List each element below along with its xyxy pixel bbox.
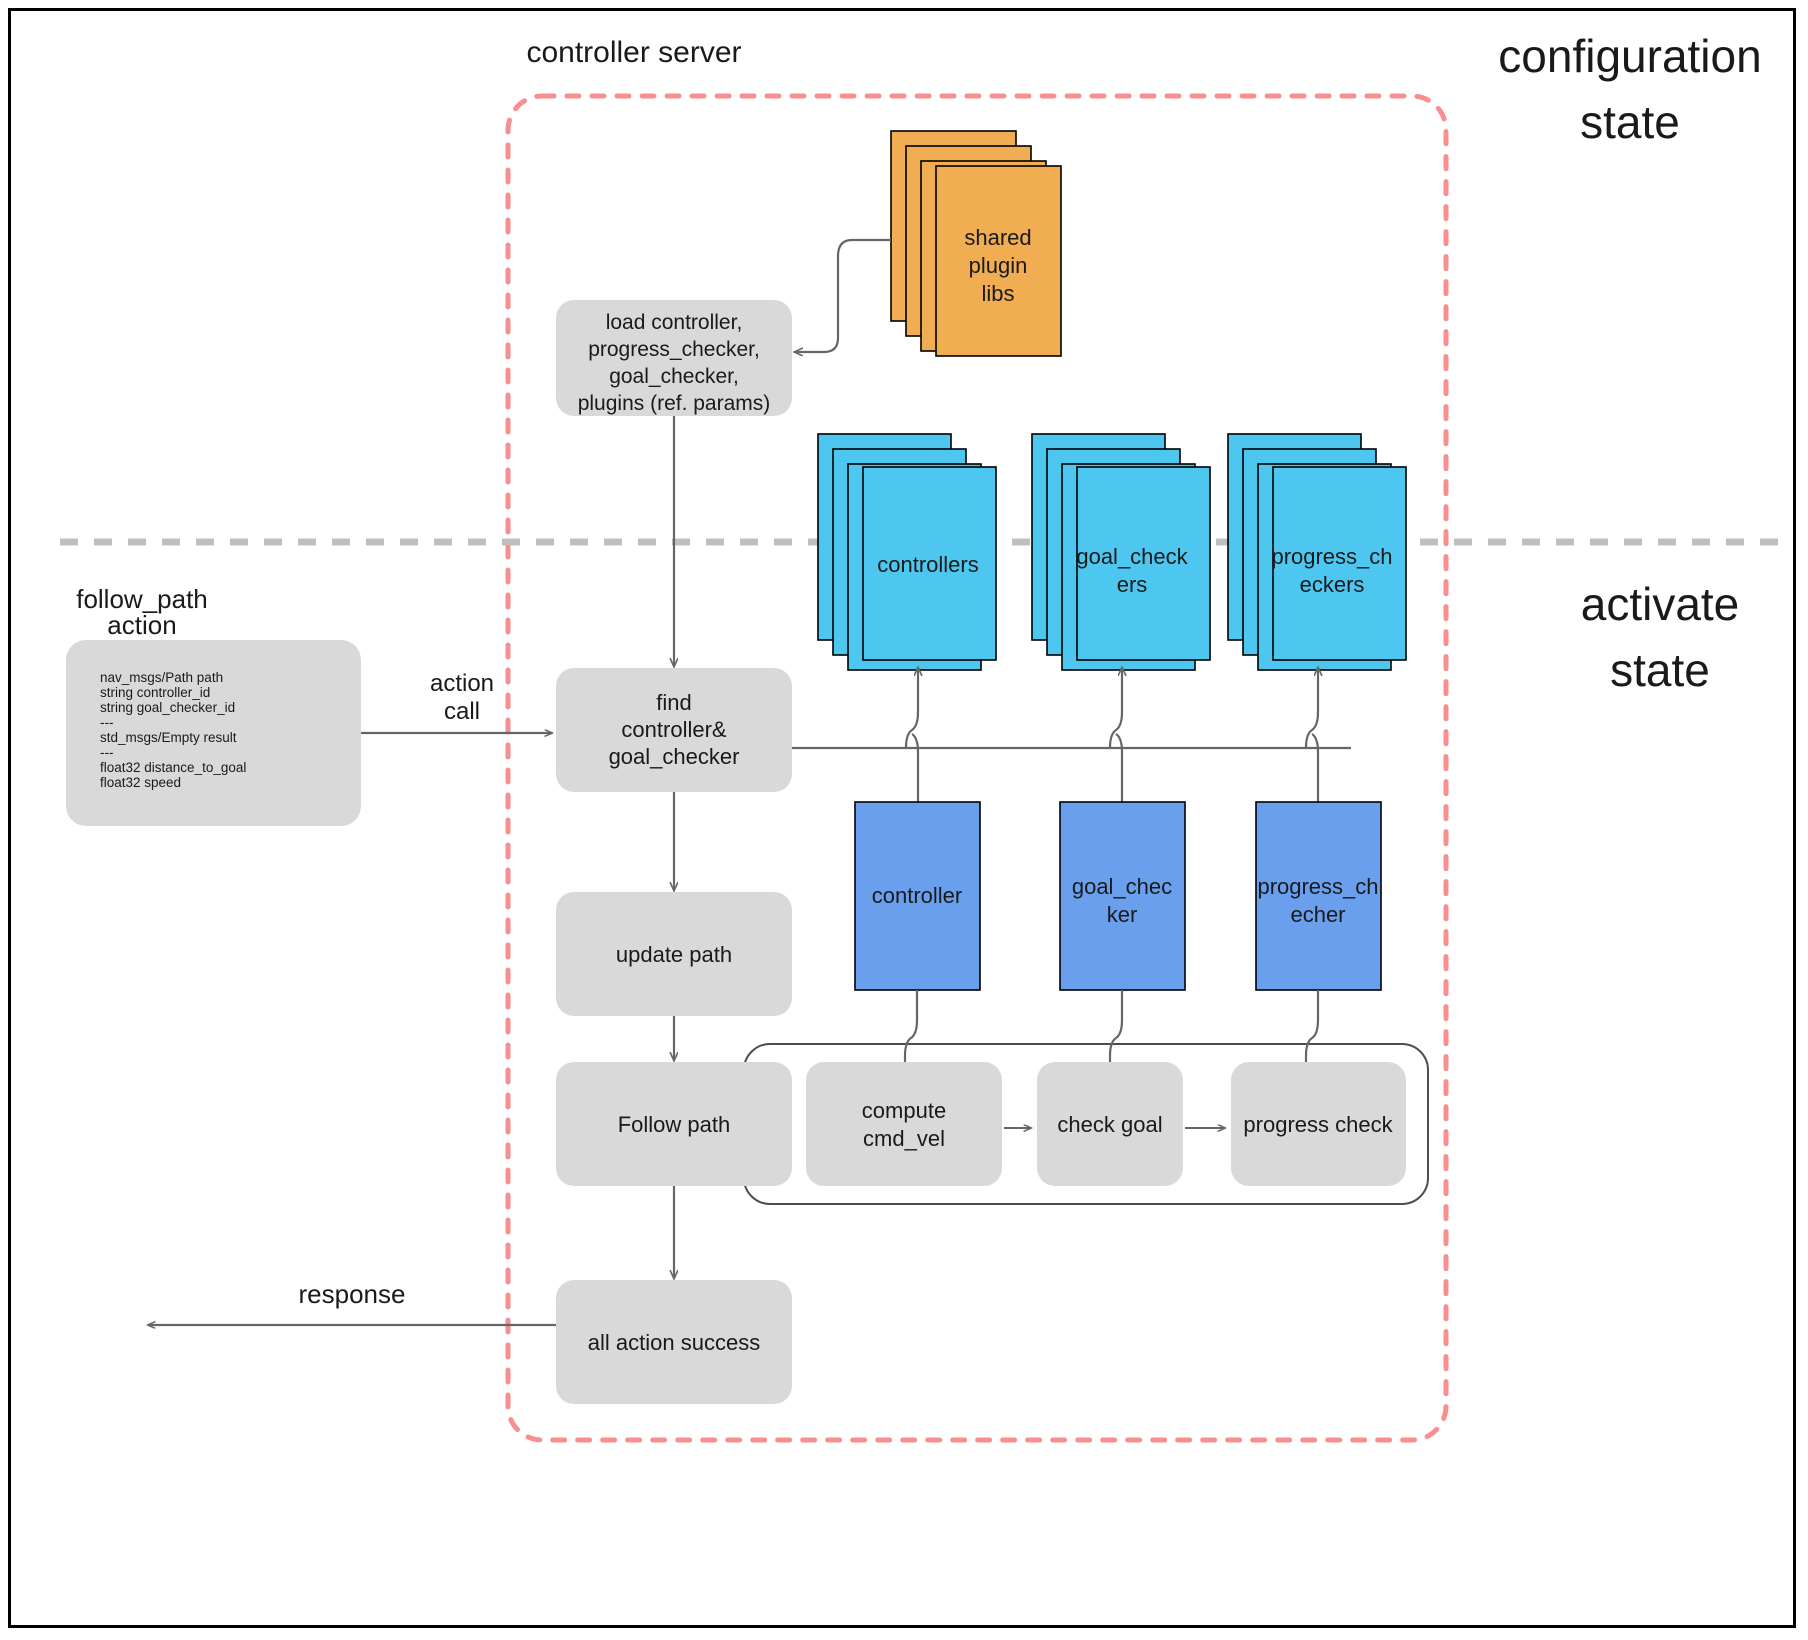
load-plugins-line-0: load controller,	[606, 311, 743, 334]
update-path-box: update path	[556, 892, 792, 1016]
action-call-label-2: call	[444, 698, 480, 725]
edge-bus-to-progress-checkers	[1304, 668, 1318, 749]
controller-server-label: controller server	[526, 36, 741, 69]
goal-checker-instance-box: goal_chec ker	[1059, 801, 1186, 991]
follow-path-action-label-1: follow_path	[76, 584, 208, 614]
activate-state-label-2: state	[1610, 644, 1710, 696]
compute-cmd-vel-label-1: compute	[862, 1098, 946, 1123]
check-goal-label-1: check goal	[1057, 1112, 1162, 1137]
action-spec-line-1: string controller_id	[100, 685, 210, 700]
shared-plugin-libs-label-1: shared	[964, 225, 1031, 250]
action-spec-line-3: ---	[100, 715, 114, 730]
find-box-line-0: find	[656, 690, 691, 715]
action-call-label-1: action	[430, 670, 494, 697]
goal-checkers-label-1: goal_check	[1076, 544, 1188, 569]
find-box-line-2: goal_checker	[609, 744, 740, 769]
shared-plugin-libs-label-3: libs	[981, 281, 1014, 306]
controller-instance-label-1: controller	[872, 883, 962, 908]
edge-bus-to-goal-checker-instance	[1115, 733, 1122, 848]
all-action-success-label: all action success	[588, 1330, 760, 1355]
load-plugins-box: load controller, progress_checker, goal_…	[556, 300, 792, 416]
action-spec-line-0: nav_msgs/Path path	[100, 670, 223, 685]
configuration-state-label-2: state	[1580, 96, 1680, 148]
controller-server-boundary	[505, 93, 1449, 1443]
activate-state-label-1: activate	[1581, 578, 1740, 630]
progress-checker-instance-box: progress_ch echer	[1255, 801, 1382, 991]
follow-path-box: Follow path	[556, 1062, 792, 1186]
controller-instance-box: controller	[854, 801, 981, 991]
edge-controller-to-compute	[905, 990, 919, 1074]
follow-path-action-label-2: action	[107, 610, 176, 640]
action-spec-line-7: float32 speed	[100, 775, 181, 790]
all-action-success-box: all action success	[556, 1280, 792, 1404]
load-plugins-line-2: goal_checker,	[609, 365, 739, 388]
action-spec-line-2: string goal_checker_id	[100, 700, 235, 715]
controllers-stack: controllers	[817, 433, 997, 671]
goal-checkers-stack: goal_check ers	[1031, 433, 1211, 671]
shared-plugin-libs-front-card	[935, 165, 1062, 357]
progress-checkers-stack: progress_ch eckers	[1227, 433, 1407, 671]
progress-checker-instance-label-1: progress_ch	[1257, 874, 1378, 899]
response-label: response	[299, 1279, 406, 1309]
goal-checker-instance-label-2: ker	[1107, 902, 1138, 927]
edge-goal-checker-to-check-goal	[1110, 990, 1124, 1074]
edge-bus-to-controllers	[904, 668, 918, 749]
follow-path-box-label: Follow path	[618, 1112, 731, 1137]
edge-bus-to-progress-checker-instance	[1311, 733, 1318, 848]
shared-plugin-libs-label-2: plugin	[969, 253, 1028, 278]
compute-cmd-vel-box: compute cmd_vel	[806, 1062, 1002, 1186]
progress-checkers-label-1: progress_ch	[1271, 544, 1392, 569]
check-goal-box: check goal	[1037, 1062, 1183, 1186]
goal-checkers-label-2: ers	[1117, 572, 1148, 597]
shared-plugin-libs-stack: shared plugin libs	[890, 130, 1062, 357]
edge-plugins-to-load	[795, 238, 891, 352]
controllers-label-1: controllers	[877, 552, 978, 577]
edge-bus-to-goal-checkers	[1108, 668, 1122, 749]
action-spec-line-4: std_msgs/Empty result	[100, 730, 237, 745]
load-plugins-line-3: plugins (ref. params)	[578, 392, 771, 415]
edge-progress-checker-to-progress-check	[1306, 990, 1320, 1074]
find-controller-box: find controller& goal_checker	[556, 668, 792, 792]
outer-frame	[8, 8, 1796, 1628]
update-path-label: update path	[616, 942, 732, 967]
action-spec-box: nav_msgs/Path path string controller_id …	[66, 640, 361, 826]
action-spec-line-6: float32 distance_to_goal	[100, 760, 246, 775]
progress-checkers-label-2: eckers	[1300, 572, 1365, 597]
progress-check-label-1: progress check	[1243, 1112, 1393, 1137]
find-box-line-1: controller&	[621, 717, 726, 742]
compute-cmd-vel-label-2: cmd_vel	[863, 1126, 945, 1151]
edge-bus-to-controller-instance	[911, 733, 918, 848]
progress-checker-instance-label-2: echer	[1290, 902, 1345, 927]
configuration-state-label-1: configuration	[1498, 30, 1761, 82]
progress-check-box: progress check	[1231, 1062, 1406, 1186]
action-spec-line-5: ---	[100, 745, 114, 760]
goal-checkers-front-card	[1076, 466, 1211, 661]
controllers-front-card	[862, 466, 997, 661]
goal-checker-instance-label-1: goal_chec	[1072, 874, 1172, 899]
progress-checkers-front-card	[1272, 466, 1407, 661]
load-plugins-line-1: progress_checker,	[588, 338, 760, 361]
